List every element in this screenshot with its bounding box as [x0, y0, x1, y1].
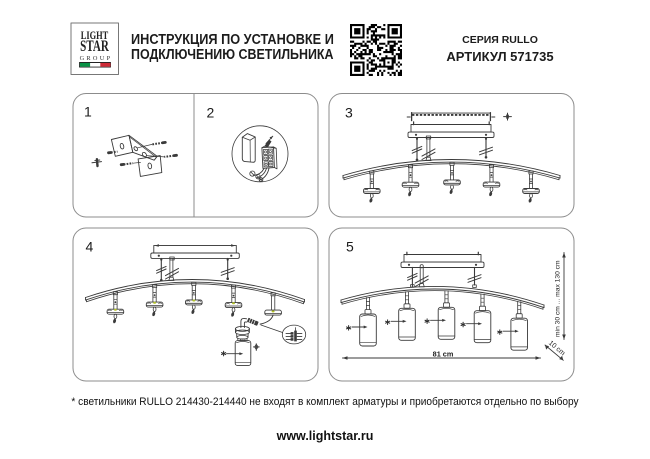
svg-text:1: 1	[84, 104, 92, 120]
svg-text:2: 2	[207, 105, 215, 121]
svg-text:3: 3	[345, 105, 353, 121]
svg-text:81 cm: 81 cm	[433, 349, 454, 358]
svg-text:5: 5	[346, 239, 354, 255]
svg-text:4: 4	[86, 239, 94, 255]
svg-text:min 30 cm ... max 130 cm: min 30 cm ... max 130 cm	[554, 260, 561, 337]
